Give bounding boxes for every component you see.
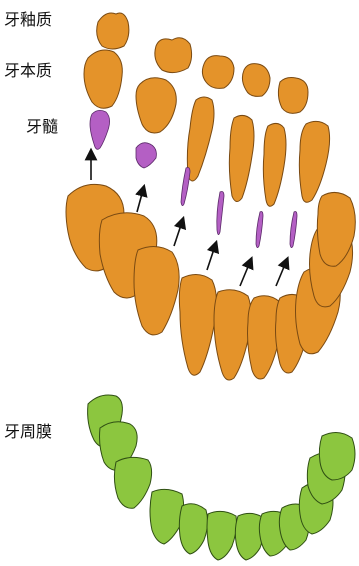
- enamel-crown: [97, 13, 129, 49]
- assembled-dental-arch: [66, 184, 355, 380]
- dentin-tooth: [187, 97, 214, 181]
- dentin-tooth: [229, 115, 254, 201]
- pulp-part: [136, 143, 156, 168]
- assembled-tooth: [179, 274, 216, 375]
- enamel-crown: [155, 38, 192, 73]
- pulp-part: [217, 192, 224, 235]
- periodontal-ligament: [88, 395, 355, 560]
- enamel-crown: [202, 56, 234, 89]
- pulp-part: [181, 168, 190, 206]
- pulp-part: [90, 110, 110, 149]
- arrow: [240, 262, 250, 286]
- pdl-part: [207, 511, 237, 560]
- pdl-part: [319, 432, 355, 480]
- arrow: [174, 222, 182, 246]
- arrow: [207, 246, 215, 270]
- dentin-tooth: [136, 78, 176, 133]
- pdl-part: [150, 489, 184, 544]
- enamel-crown: [242, 64, 270, 97]
- assembled-tooth: [214, 290, 251, 380]
- pdl-part: [179, 504, 207, 554]
- dentin-tooth: [299, 121, 329, 202]
- dentin-tooth: [263, 123, 286, 206]
- arrow: [137, 190, 143, 212]
- pdl-part: [114, 457, 151, 508]
- dentin-tooth: [84, 50, 122, 108]
- assembled-tooth: [134, 246, 179, 334]
- enamel-crown: [278, 78, 308, 114]
- arrow: [276, 262, 286, 286]
- pulp-part: [290, 212, 297, 248]
- pulp-part: [256, 212, 263, 248]
